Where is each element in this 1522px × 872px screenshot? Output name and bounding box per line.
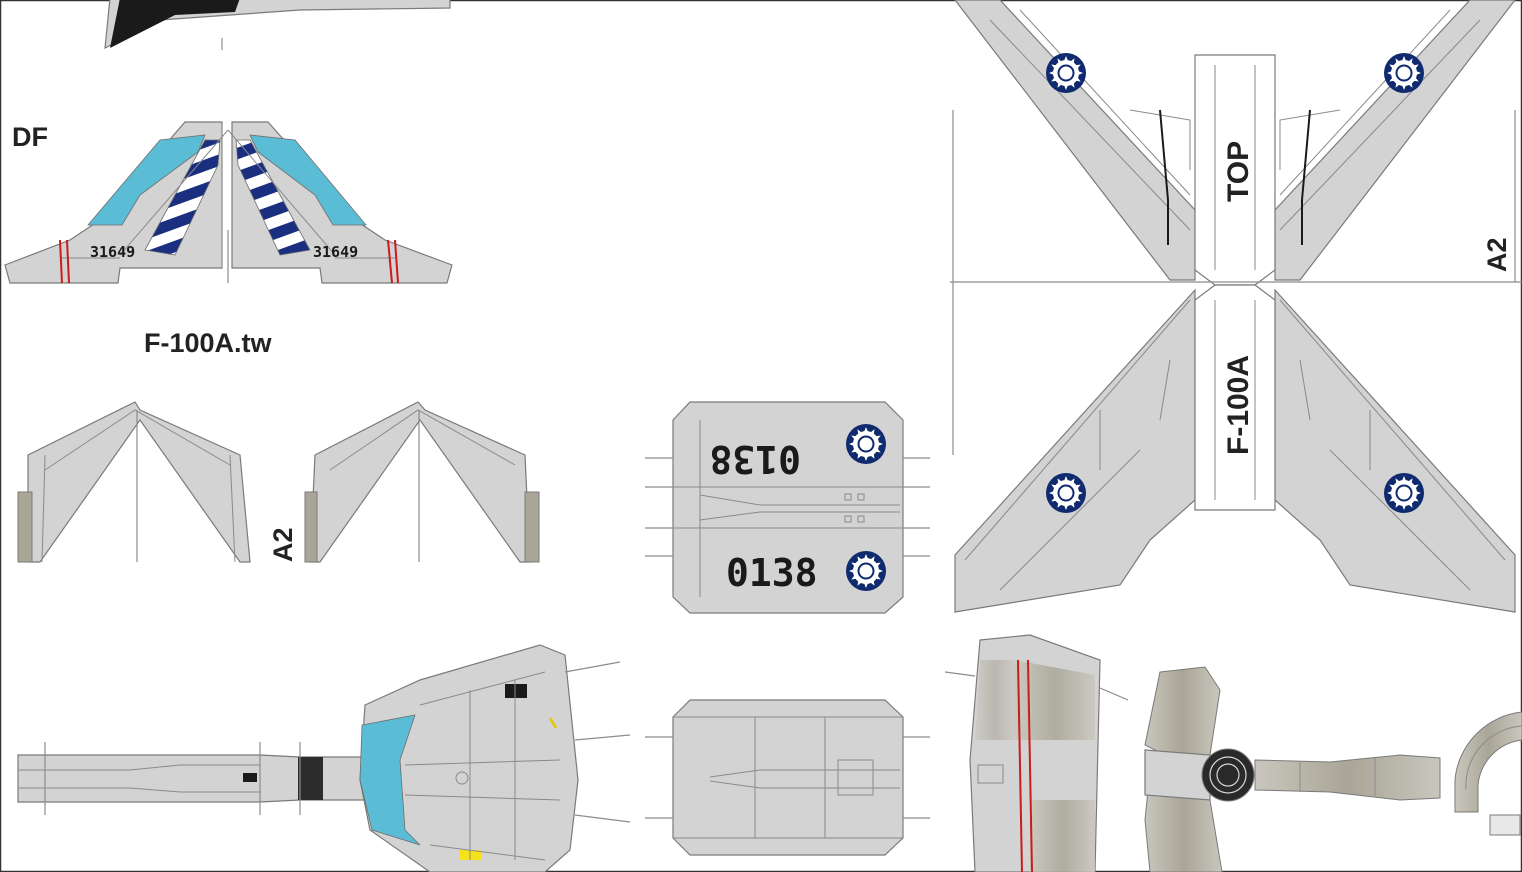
roc-roundel-icon (1046, 53, 1086, 93)
fuselage-upper-panel: 0138 0138 (645, 401, 930, 614)
fuselage-serial-upper: 0138 (709, 437, 801, 481)
forward-fuselage-unfold (359, 644, 631, 872)
roc-roundel-icon (1046, 473, 1086, 513)
wing-top-right (1274, 0, 1516, 281)
rear-fuselage-strip (17, 742, 366, 815)
wing-top-left (954, 0, 1196, 281)
tail-serial-right: 31649 (313, 243, 358, 261)
roc-roundel-icon (846, 424, 886, 464)
tail-fin-right: 31649 (227, 121, 453, 284)
a2-label-left: A2 (268, 527, 298, 562)
nose-intake-panel (944, 634, 1129, 872)
top-tab-label: TOP (1222, 141, 1255, 202)
exhaust-cone-panel (1144, 666, 1441, 872)
fuselage-lower-panel (645, 699, 930, 856)
tail-serial-left: 31649 (90, 243, 135, 261)
df-label: DF (12, 122, 48, 152)
a2-label-right: A2 (1482, 237, 1512, 272)
wing-bottom-left (954, 288, 1196, 613)
roc-roundel-icon (1384, 473, 1424, 513)
nose-part-top (104, 0, 451, 50)
tail-fin-left: 31649 (4, 121, 229, 284)
model-tab-label: F-100A (1222, 355, 1255, 455)
exhaust-ring-piece (1454, 711, 1522, 836)
model-name-label: F-100A.tw (144, 328, 273, 358)
stabilizer-left-pair (17, 401, 251, 563)
roc-roundel-icon (846, 551, 886, 591)
roc-roundel-icon (1384, 53, 1424, 93)
fuselage-serial-lower: 0138 (726, 551, 818, 595)
stabilizer-right-pair (304, 401, 540, 563)
wing-bottom-right (1274, 288, 1516, 613)
